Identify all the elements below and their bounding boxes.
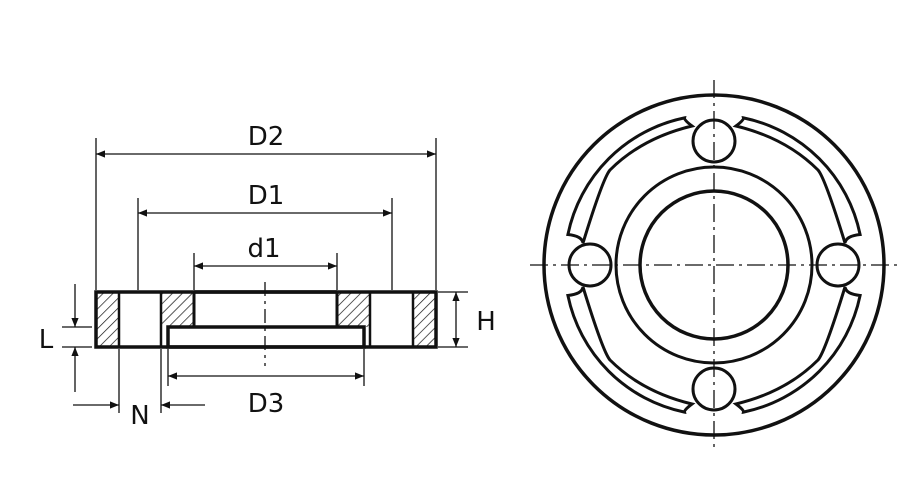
label-d1-small: d1 <box>247 234 280 264</box>
flange-outline <box>94 290 438 349</box>
dimension-lines <box>71 150 460 409</box>
hatch-right-outer <box>413 292 436 347</box>
front-view <box>530 80 898 452</box>
label-d1: D1 <box>248 181 285 211</box>
slot-top-right <box>732 115 862 244</box>
hatch-left-inner <box>161 292 194 327</box>
label-d3: D3 <box>248 389 285 419</box>
recess-outline <box>166 325 366 349</box>
hatch-left-outer <box>96 292 119 347</box>
label-d2: D2 <box>248 122 285 152</box>
label-n: N <box>130 401 149 431</box>
slot-bottom-left <box>566 286 696 415</box>
slot-bottom-right <box>732 286 862 415</box>
label-l: L <box>39 325 54 355</box>
side-section-view <box>62 138 468 413</box>
label-h: H <box>476 307 496 337</box>
hatch-right-inner <box>337 292 370 327</box>
slot-top-left <box>566 115 696 244</box>
extension-lines <box>62 138 468 413</box>
